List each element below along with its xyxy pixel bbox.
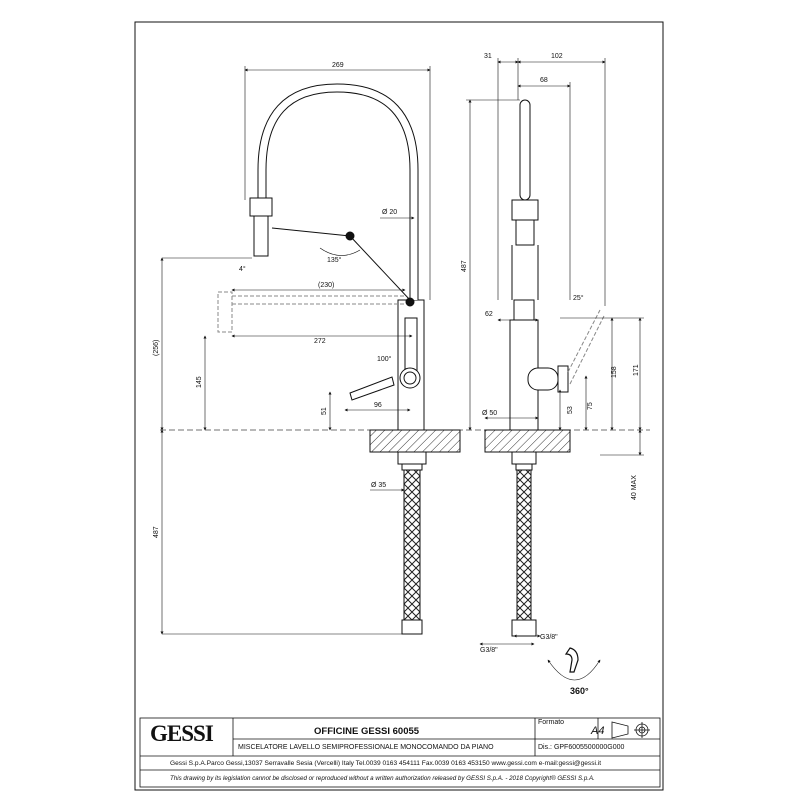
dim-62: 62	[485, 311, 493, 318]
dim-31: 31	[484, 53, 492, 60]
dim-diameter-35: Ø 35	[371, 482, 386, 489]
format-label: Formato	[538, 719, 565, 726]
dim-269: 269	[332, 62, 344, 69]
drawing-title: OFFICINE GESSI 60055	[314, 726, 420, 737]
dim-diameter-50: Ø 50	[482, 410, 497, 417]
dim-angle-135: 135°	[327, 256, 342, 264]
dim-53: 53	[567, 406, 574, 414]
projection-symbol-icon	[611, 721, 650, 739]
dim-reach-272: 272	[314, 338, 326, 345]
dim-158: 158	[611, 366, 618, 378]
dim-171: 171	[633, 364, 640, 376]
dim-487-front: 487	[153, 526, 160, 538]
dim-g38-left: G3/8"	[480, 647, 498, 654]
company-address: Gessi S.p.A.Parco Gessi,13037 Serravalle…	[170, 760, 602, 767]
dim-96: 96	[374, 402, 382, 409]
gessi-logo: GESSI	[150, 721, 214, 746]
dim-height-51: 51	[321, 407, 328, 415]
dim-68: 68	[540, 77, 548, 84]
dim-diameter-20: Ø 20	[382, 209, 397, 216]
sheet-border	[134, 21, 664, 791]
format-value: A4	[591, 725, 605, 737]
dim-angle-25: 25°	[573, 294, 584, 302]
rotation-label: 360°	[570, 686, 589, 696]
product-description: MISCELATORE LAVELLO SEMIPROFESSIONALE MO…	[238, 744, 494, 751]
dim-g38-right: G3/8"	[540, 634, 558, 641]
dim-75: 75	[587, 402, 594, 410]
dim-102: 102	[551, 53, 563, 60]
rotation-symbol	[564, 647, 579, 673]
dim-reach-230: (230)	[318, 282, 334, 289]
dim-487-side: 487	[461, 260, 468, 272]
title-block-frame	[139, 717, 661, 788]
dim-angle-4: 4°	[239, 265, 246, 273]
front-view	[217, 83, 461, 635]
dim-angle-100: 100°	[377, 355, 392, 363]
dim-40-max: 40 MAX	[631, 475, 638, 500]
copyright-notice: This drawing by its legislation cannot b…	[170, 775, 595, 782]
side-view	[484, 99, 605, 637]
dim-height-256: (256)	[153, 340, 160, 356]
drawing-code: Dis.: GPF6005500000G000	[538, 744, 625, 751]
dim-height-145: 145	[196, 376, 203, 388]
